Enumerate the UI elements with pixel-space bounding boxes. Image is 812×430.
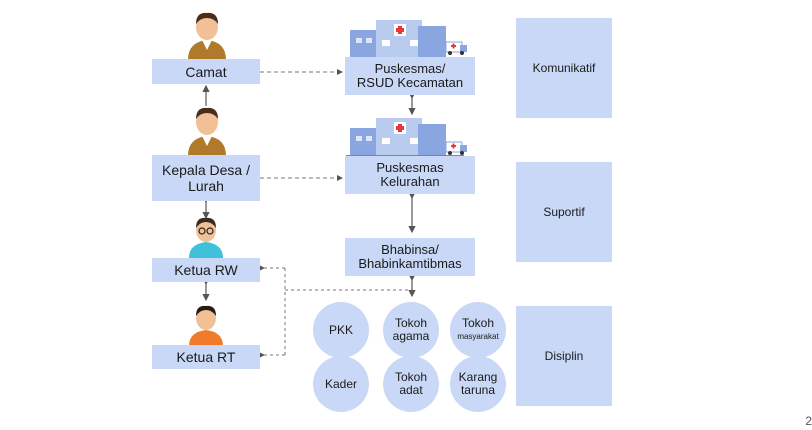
person-icon [188,12,226,60]
person-icon [189,217,223,258]
circle-sublabel: masyarakat [457,332,499,341]
person-icon [188,107,226,156]
facility-label: Puskesmas/ RSUD Kecamatan [356,61,464,90]
role-label: Camat [185,63,227,80]
category-label: Komunikatif [532,61,596,75]
facility-label: Puskesmas Kelurahan [376,160,444,189]
circle-label: Tokoh [461,316,495,330]
circle-pkk: PKK [313,302,369,358]
facility-box-puskesmas-kelurahan: Puskesmas Kelurahan [345,156,475,194]
circle-label: Tokoh adat [394,370,428,397]
facility-box-puskesmas-kecamatan: Puskesmas/ RSUD Kecamatan [345,57,475,95]
circle-label: PKK [328,322,353,337]
category-box-disiplin: Disiplin [516,306,612,406]
ambulance-icon [446,41,467,55]
circle-label: Tokoh agama [392,316,430,343]
hospital-building-icon [346,20,464,60]
role-box-camat: Camat [152,59,260,84]
role-label: Ketua RW [174,262,238,278]
category-box-komunikatif: Komunikatif [516,18,612,118]
role-label: Kepala Desa / Lurah [162,162,250,194]
circle-tokoh-masyarakat: Tokoh masyarakat [450,302,506,358]
category-box-suportif: Suportif [516,162,612,262]
role-box-kepala-desa: Kepala Desa / Lurah [152,155,260,201]
page-number: 2 [805,414,812,428]
circle-label: Kader [324,376,358,391]
role-label: Ketua RT [176,349,236,365]
circle-tokoh-adat: Tokoh adat [383,356,439,412]
circle-label: Karang taruna [458,370,498,397]
role-box-ketua-rt: Ketua RT [152,345,260,369]
person-icon [189,305,223,346]
ambulance-icon [446,141,467,155]
category-label: Disiplin [544,349,584,363]
category-label: Suportif [543,205,585,219]
circle-tokoh-agama: Tokoh agama [383,302,439,358]
facility-label: Bhabinsa/ Bhabinkamtibmas [358,242,462,271]
circle-kader: Kader [313,356,369,412]
role-box-ketua-rw: Ketua RW [152,258,260,282]
circle-karang-taruna: Karang taruna [450,356,506,412]
facility-box-bhabinsa: Bhabinsa/ Bhabinkamtibmas [345,238,475,276]
